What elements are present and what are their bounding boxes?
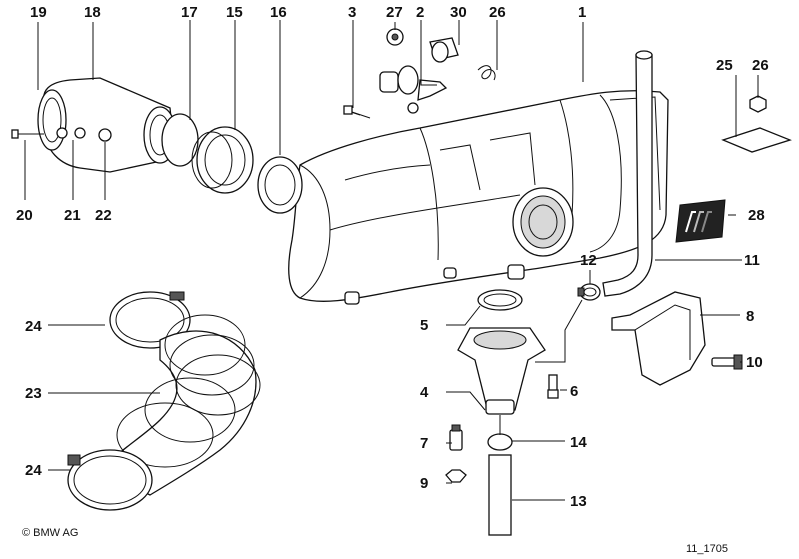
copyright-notice: © BMW AG bbox=[22, 527, 78, 539]
callout-24-upper: 24 bbox=[25, 318, 42, 335]
callout-17: 17 bbox=[181, 4, 198, 21]
callout-29: 28 bbox=[748, 207, 765, 224]
callout-20: 20 bbox=[16, 207, 33, 224]
callout-21: 21 bbox=[64, 207, 81, 224]
callout-14: 14 bbox=[570, 434, 587, 451]
callout-6: 6 bbox=[570, 383, 578, 400]
callout-11: 11 bbox=[744, 252, 760, 269]
callout-5: 5 bbox=[420, 317, 428, 334]
callout-23: 23 bbox=[25, 385, 42, 402]
clip-and-nut bbox=[721, 95, 792, 153]
callout-2: 2 bbox=[416, 4, 424, 21]
mounting-bracket bbox=[611, 291, 743, 386]
resonator-drain bbox=[445, 289, 559, 536]
callout-27: 26 bbox=[489, 4, 506, 21]
intake-silencer-housing bbox=[288, 90, 669, 305]
callout-26: 26 bbox=[752, 57, 769, 74]
callout-28: 27 bbox=[386, 4, 403, 21]
vent-hose bbox=[602, 50, 653, 297]
callout-3: 3 bbox=[348, 4, 356, 21]
m-emblem bbox=[675, 199, 726, 243]
hose-clamp-small bbox=[577, 283, 601, 301]
intake-boot-upper bbox=[11, 77, 303, 214]
callout-13: 13 bbox=[570, 493, 587, 510]
callout-1: 1 bbox=[578, 4, 586, 21]
callout-16: 16 bbox=[270, 4, 287, 21]
callout-22: 22 bbox=[95, 207, 112, 224]
callout-18: 18 bbox=[84, 4, 101, 21]
callout-7: 7 bbox=[420, 435, 428, 452]
callout-25: 25 bbox=[716, 57, 733, 74]
leader-lines bbox=[24, 20, 759, 501]
callout-9: 9 bbox=[420, 475, 428, 492]
callout-15: 15 bbox=[226, 4, 243, 21]
callout-labels: 19 18 17 15 16 3 27 2 30 26 1 25 26 20 2… bbox=[16, 4, 769, 555]
intake-boot-lower bbox=[67, 291, 261, 511]
figure-id: 11_1705 bbox=[686, 543, 728, 555]
callout-8: 8 bbox=[746, 308, 754, 325]
callout-12: 12 bbox=[580, 252, 597, 269]
callout-30: 30 bbox=[450, 4, 467, 21]
callout-10: 10 bbox=[746, 354, 763, 371]
valve-assembly bbox=[343, 28, 496, 119]
callout-4: 4 bbox=[420, 384, 429, 401]
callout-24-lower: 24 bbox=[25, 462, 42, 479]
callout-19: 19 bbox=[30, 4, 47, 21]
